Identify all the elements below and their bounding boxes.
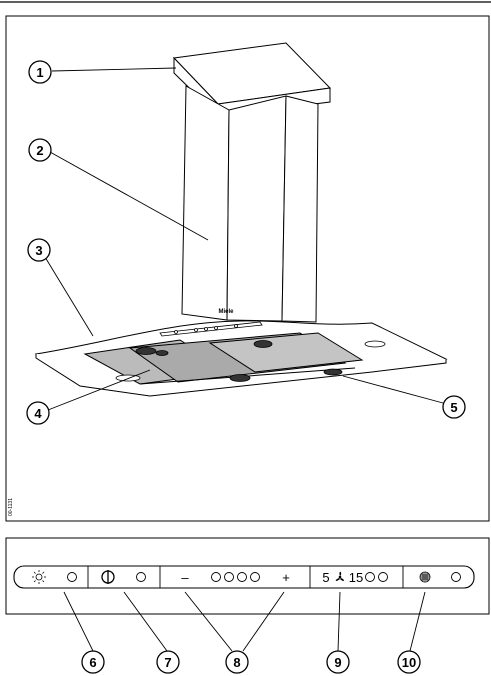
filter-grid-icon: [420, 572, 430, 582]
callout-3: 3: [28, 239, 50, 261]
power-level-indicator: [225, 573, 234, 582]
power-level-indicator: [251, 573, 260, 582]
svg-text:3: 3: [35, 243, 42, 258]
svg-text:7: 7: [164, 655, 171, 670]
svg-text:5: 5: [450, 400, 457, 415]
svg-text:2: 2: [36, 143, 43, 158]
svg-text:9: 9: [334, 655, 341, 670]
power-level-indicator: [212, 573, 221, 582]
increase-button[interactable]: +: [282, 570, 290, 585]
callout-2: 2: [29, 139, 51, 161]
brand-logo: Miele: [218, 309, 234, 315]
callout-9: 9: [327, 651, 349, 673]
light-indicator: [68, 573, 77, 582]
on-off-indicator: [137, 573, 146, 582]
svg-text:6: 6: [89, 655, 96, 670]
callout-1: 1: [29, 61, 51, 83]
svg-text:10: 10: [402, 655, 416, 670]
chimney-duct: [182, 86, 318, 322]
svg-text:8: 8: [233, 655, 240, 670]
leader-lines-bottom: [64, 592, 425, 651]
callout-7: 7: [157, 651, 179, 673]
callout-4: 4: [27, 402, 49, 424]
filter-indicator: [452, 573, 461, 582]
callout-10: 10: [398, 651, 420, 673]
run-on-15-label: 15: [349, 570, 363, 585]
power-level-indicator: [238, 573, 247, 582]
callout-5: 5: [443, 396, 465, 418]
run-on-5-label: 5: [322, 570, 329, 585]
svg-text:4: 4: [34, 406, 42, 421]
callout-6: 6: [82, 651, 104, 673]
decrease-button[interactable]: –: [181, 570, 189, 585]
figure-side-code: 00-1131: [8, 498, 14, 516]
callout-8: 8: [226, 651, 248, 673]
svg-text:1: 1: [36, 65, 43, 80]
run-on-indicator: [366, 573, 375, 582]
run-on-indicator: [379, 573, 388, 582]
